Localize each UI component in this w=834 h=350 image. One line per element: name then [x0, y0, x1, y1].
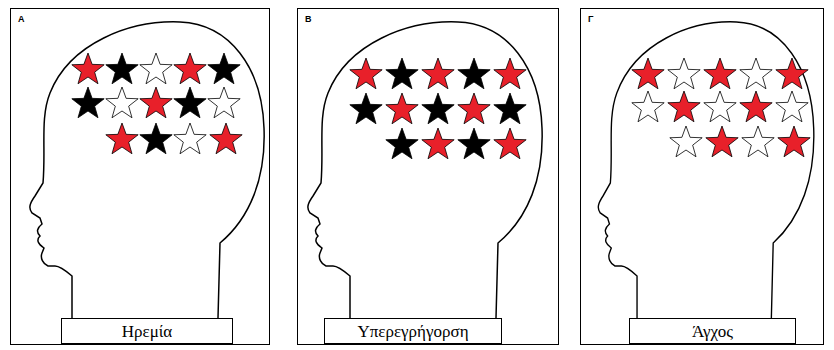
star	[174, 123, 206, 154]
star	[740, 58, 772, 89]
star	[632, 58, 664, 89]
star	[740, 91, 772, 122]
star	[208, 53, 240, 84]
star	[422, 128, 454, 159]
label-box: Υπερεγρήγορση	[324, 318, 502, 344]
star	[106, 87, 138, 118]
star	[668, 58, 700, 89]
panel-frame: Γ Άγχος	[580, 8, 824, 345]
star	[208, 87, 240, 118]
star	[742, 126, 774, 157]
star	[494, 128, 526, 159]
star	[776, 58, 808, 89]
star	[386, 58, 418, 89]
star	[106, 53, 138, 84]
panel-frame: Β Υπερεγρήγορση	[297, 8, 559, 345]
star	[72, 87, 104, 118]
state-label: Άγχος	[692, 323, 733, 340]
star	[494, 58, 526, 89]
star	[458, 58, 490, 89]
star	[140, 123, 172, 154]
star	[778, 126, 810, 157]
star	[386, 128, 418, 159]
star	[140, 53, 172, 84]
star	[670, 126, 702, 157]
star	[350, 93, 382, 124]
panel-letter: Α	[18, 14, 25, 24]
star	[422, 93, 454, 124]
star	[458, 93, 490, 124]
head-outline	[308, 22, 542, 318]
star	[422, 58, 454, 89]
star	[386, 93, 418, 124]
star	[704, 91, 736, 122]
label-box: Ηρεμία	[61, 318, 233, 344]
panel-frame: Α Ηρεμία	[10, 8, 270, 345]
panel-letter: Β	[305, 14, 312, 24]
star	[668, 91, 700, 122]
star	[776, 91, 808, 122]
star	[632, 91, 664, 122]
panel-letter: Γ	[588, 14, 593, 24]
state-label: Υπερεγρήγορση	[357, 323, 468, 340]
star	[174, 53, 206, 84]
star	[174, 87, 206, 118]
head-outline	[30, 22, 264, 318]
head-outline	[598, 22, 814, 318]
star	[706, 126, 738, 157]
state-label: Ηρεμία	[122, 323, 173, 340]
star	[72, 53, 104, 84]
star	[704, 58, 736, 89]
label-box: Άγχος	[629, 318, 796, 344]
star	[210, 123, 242, 154]
star	[494, 93, 526, 124]
star	[140, 87, 172, 118]
star	[350, 58, 382, 89]
star	[106, 123, 138, 154]
star	[458, 128, 490, 159]
